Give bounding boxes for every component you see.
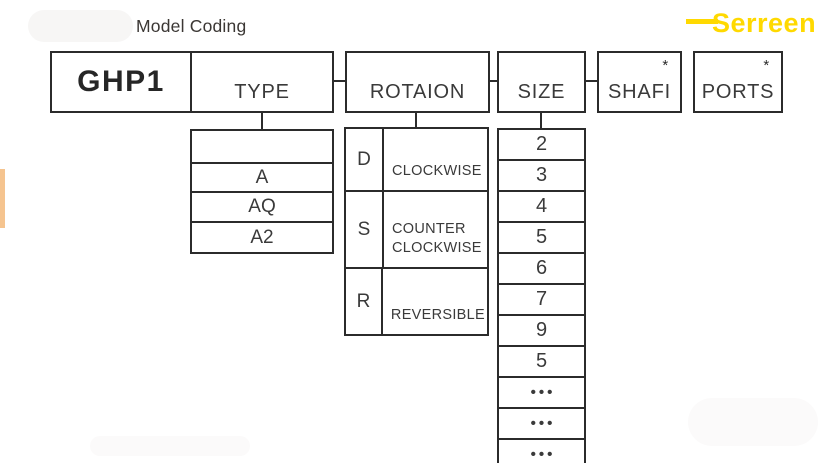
rotation-description: COUNTER CLOCKWISE bbox=[392, 221, 482, 257]
header-type-label: TYPE bbox=[234, 81, 290, 103]
rotation-code: S bbox=[346, 192, 384, 267]
size-option-ellipsis: ••• bbox=[499, 407, 584, 438]
brand-logo: Serreen bbox=[686, 6, 821, 40]
type-option: A bbox=[192, 162, 332, 191]
header-ports-label: PORTS bbox=[701, 81, 775, 103]
size-option: 3 bbox=[499, 159, 584, 190]
logo-dash-icon bbox=[686, 19, 718, 24]
size-option: 2 bbox=[535, 133, 548, 155]
page-title: Model Coding bbox=[136, 16, 247, 36]
size-option: 6 bbox=[499, 252, 584, 283]
rotation-option-row: R REVERSIBLE bbox=[346, 267, 487, 334]
header-size-box: SIZE bbox=[497, 51, 586, 113]
header-shaft-box: * SHAFI bbox=[597, 51, 682, 113]
size-option: 4 bbox=[499, 190, 584, 221]
rotation-option-row: D CLOCKWISE bbox=[346, 129, 487, 190]
asterisk-mark: * bbox=[662, 57, 669, 74]
type-option: A2 bbox=[192, 221, 332, 252]
size-option: 7 bbox=[499, 283, 584, 314]
header-rotation-box: ROTAION bbox=[345, 51, 490, 113]
header-ports-box: * PORTS bbox=[693, 51, 783, 113]
model-prefix-box: GHP1 bbox=[50, 51, 192, 113]
connector-line bbox=[584, 80, 598, 82]
type-option bbox=[192, 131, 332, 162]
type-option: AQ bbox=[192, 191, 332, 221]
size-option: 5 bbox=[499, 221, 584, 252]
header-rotation-label: ROTAION bbox=[369, 81, 466, 103]
rotation-description: CLOCKWISE bbox=[392, 163, 482, 180]
left-accent-bar bbox=[0, 169, 5, 228]
rotation-options-table: D CLOCKWISE S COUNTER CLOCKWISE R REVERS… bbox=[344, 127, 489, 336]
watermark-blob bbox=[28, 10, 133, 42]
size-option: 5 bbox=[499, 345, 584, 376]
connector-line bbox=[261, 113, 263, 129]
logo-text: Serreen bbox=[712, 7, 817, 38]
connector-line bbox=[332, 80, 346, 82]
rotation-code: R bbox=[346, 269, 383, 334]
rotation-code: D bbox=[346, 129, 384, 190]
size-options-list: 2 3 4 5 6 7 9 5 ••• ••• ••• bbox=[497, 128, 586, 463]
watermark-blob bbox=[90, 436, 250, 456]
header-type-box: TYPE bbox=[190, 51, 334, 113]
asterisk-mark: * bbox=[763, 57, 770, 74]
size-option-ellipsis: ••• bbox=[499, 438, 584, 463]
connector-line bbox=[540, 113, 542, 128]
header-size-label: SIZE bbox=[517, 81, 566, 103]
size-option-ellipsis: ••• bbox=[499, 376, 584, 407]
watermark-blob bbox=[688, 398, 818, 446]
type-options-list: A AQ A2 bbox=[190, 129, 334, 254]
connector-line bbox=[415, 113, 417, 127]
size-option: 9 bbox=[499, 314, 584, 345]
rotation-option-row: S COUNTER CLOCKWISE bbox=[346, 190, 487, 267]
rotation-description: REVERSIBLE bbox=[390, 307, 485, 324]
connector-line bbox=[488, 80, 498, 82]
header-shaft-label: SHAFI bbox=[608, 81, 671, 103]
